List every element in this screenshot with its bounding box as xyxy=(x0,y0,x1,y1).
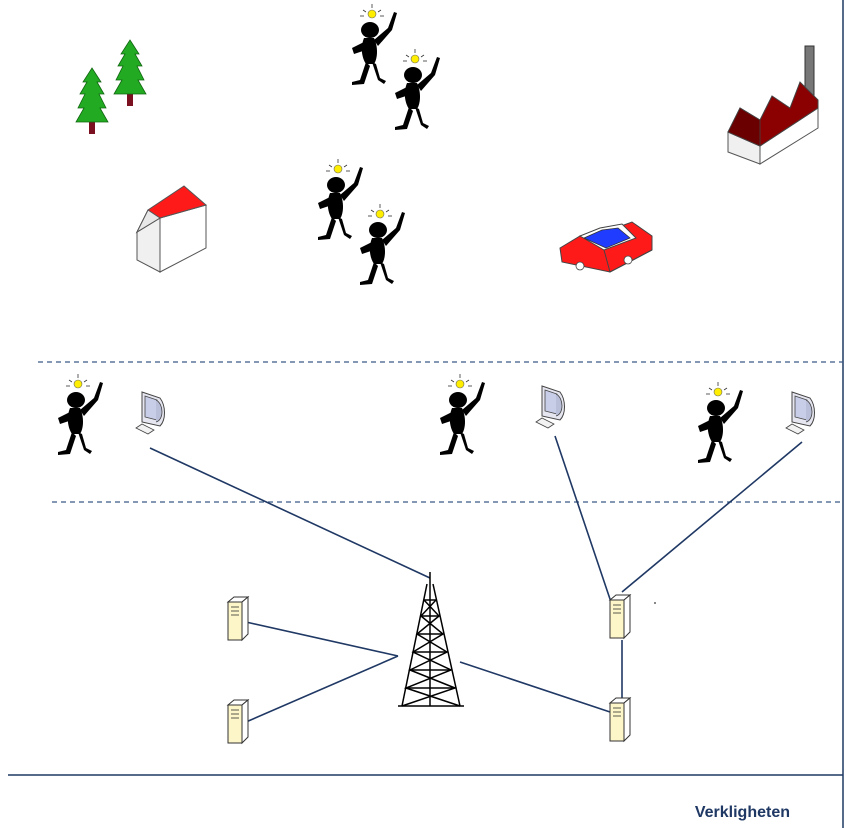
person-with-idea-icon xyxy=(359,203,406,286)
person-with-idea-icon xyxy=(317,158,364,241)
network-links xyxy=(149,435,803,723)
computer-terminal-icon xyxy=(535,385,565,429)
computer-terminal-icon xyxy=(135,391,165,435)
car-icon xyxy=(559,221,653,273)
server-icon xyxy=(227,699,249,744)
person-with-idea-icon xyxy=(394,48,441,131)
tree-icon xyxy=(113,39,147,107)
stray-dot xyxy=(654,602,656,604)
person-with-idea-icon xyxy=(439,373,486,456)
radio-tower-icon xyxy=(398,572,464,707)
server-icon xyxy=(609,697,631,742)
caption: Verkligheten xyxy=(694,804,790,821)
person-with-idea-icon xyxy=(57,373,104,456)
person-with-idea-icon xyxy=(697,381,744,464)
house-icon xyxy=(135,185,208,273)
server-icon xyxy=(609,594,631,639)
factory-icon xyxy=(727,45,819,165)
tree-icon xyxy=(75,67,109,135)
computer-terminal-icon xyxy=(785,391,815,435)
server-icon xyxy=(227,596,249,641)
person-with-idea-icon xyxy=(351,3,398,86)
